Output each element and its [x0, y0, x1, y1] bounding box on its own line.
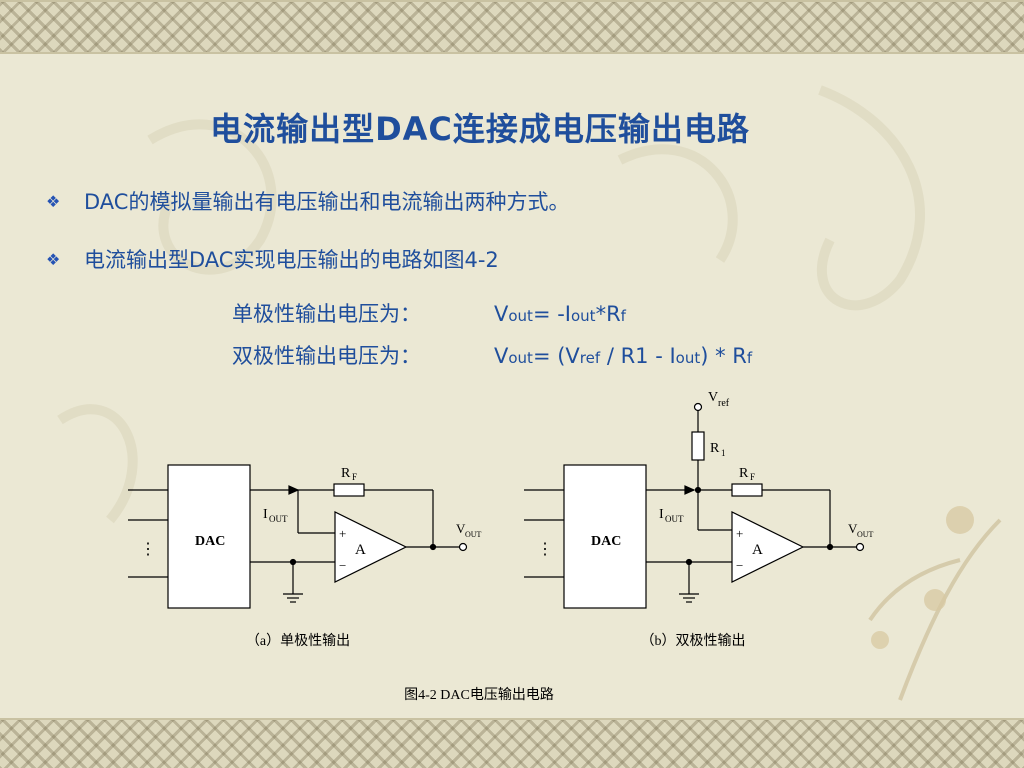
formula-subscript: f	[620, 307, 626, 325]
formula-part: *R	[595, 302, 621, 326]
minus-sign: −	[736, 558, 743, 573]
vout-terminal	[458, 542, 468, 552]
op-amp	[731, 511, 805, 583]
vout-subscript: OUT	[465, 530, 482, 539]
diamond-bullet-icon: ❖	[46, 192, 61, 211]
rf-label: R	[739, 466, 749, 481]
vout-label: V	[456, 521, 466, 536]
bullet-text: DAC的模拟量输出有电压输出和电流输出两种方式。	[84, 190, 570, 214]
amp-label: A	[355, 542, 366, 558]
dac-block	[563, 464, 647, 609]
formula-part: V	[494, 344, 509, 368]
iout-subscript: OUT	[269, 514, 288, 524]
circuit-b	[524, 402, 865, 609]
vout-label: V	[848, 521, 858, 536]
bipolar-formula: 双极性输出电压为：Vout= (Vref / R1 - Iout) * Rf	[232, 340, 752, 370]
rf-label: R	[341, 466, 351, 481]
current-arrow-icon	[288, 485, 300, 495]
vref-subscript: ref	[718, 398, 730, 409]
diamond-bullet-icon: ❖	[46, 250, 61, 269]
formula-label: 单极性输出电压为：	[232, 302, 421, 326]
r1-label: R	[710, 441, 720, 456]
formula-part: ) * R	[700, 344, 747, 368]
unipolar-formula: 单极性输出电压为：Vout= -Iout*Rf	[232, 298, 626, 328]
figure-caption: 图4-2 DAC电压输出电路	[404, 687, 554, 703]
op-amp	[334, 511, 408, 583]
current-arrow-icon	[684, 485, 696, 495]
vref-label: V	[708, 390, 718, 405]
feedback-resistor	[333, 483, 365, 497]
iout-label: I	[263, 507, 268, 522]
plus-sign: +	[736, 526, 743, 541]
junction-dot	[826, 543, 834, 551]
circuit-b-labels: DAC ⋮ V ref R 1 R F I OUT + − A V OUT	[537, 390, 874, 573]
ellipsis-dots: ⋮	[140, 541, 156, 558]
bullet-text: 电流输出型DAC实现电压输出的电路如图4-2	[84, 248, 499, 272]
ellipsis-dots: ⋮	[537, 541, 553, 558]
minus-sign: −	[339, 558, 346, 573]
formula-subscript: ref	[579, 349, 601, 367]
caption-b: （b）双极性输出	[641, 633, 746, 649]
formula-label: 双极性输出电压为：	[232, 344, 421, 368]
circuit-a-labels: DAC ⋮ R F I OUT + − A V OUT	[140, 466, 482, 573]
plus-sign: +	[339, 526, 346, 541]
formula-subscript: out	[508, 349, 533, 367]
circuit-a	[128, 464, 468, 609]
caption-a: （a）单极性输出	[246, 633, 350, 649]
formula-part: = -I	[532, 302, 571, 326]
formula-subscript: out	[571, 307, 596, 325]
vref-terminal	[693, 402, 703, 412]
dac-block	[167, 464, 251, 609]
dac-label: DAC	[591, 534, 621, 549]
vout-subscript: OUT	[857, 530, 874, 539]
formula-part: V	[494, 302, 509, 326]
iout-subscript: OUT	[665, 514, 684, 524]
feedback-resistor	[731, 483, 763, 497]
junction-dot	[429, 543, 437, 551]
iout-label: I	[659, 507, 664, 522]
slide-title: 电流输出型DAC连接成电压输出电路	[210, 110, 750, 148]
r1-subscript: 1	[721, 448, 726, 458]
rf-subscript: F	[750, 472, 755, 482]
dac-label: DAC	[195, 534, 225, 549]
r1-resistor	[691, 431, 705, 461]
formula-subscript: f	[746, 349, 753, 367]
formula-part: = (V	[532, 344, 580, 368]
formula-subscript: out	[508, 307, 533, 325]
formula-subscript: out	[675, 349, 701, 367]
amp-label: A	[752, 542, 763, 558]
bottom-decorative-border	[0, 718, 1024, 768]
top-decorative-border	[0, 0, 1024, 54]
rf-subscript: F	[352, 472, 357, 482]
formula-part: / R1 - I	[600, 344, 676, 368]
vout-terminal	[855, 542, 865, 552]
